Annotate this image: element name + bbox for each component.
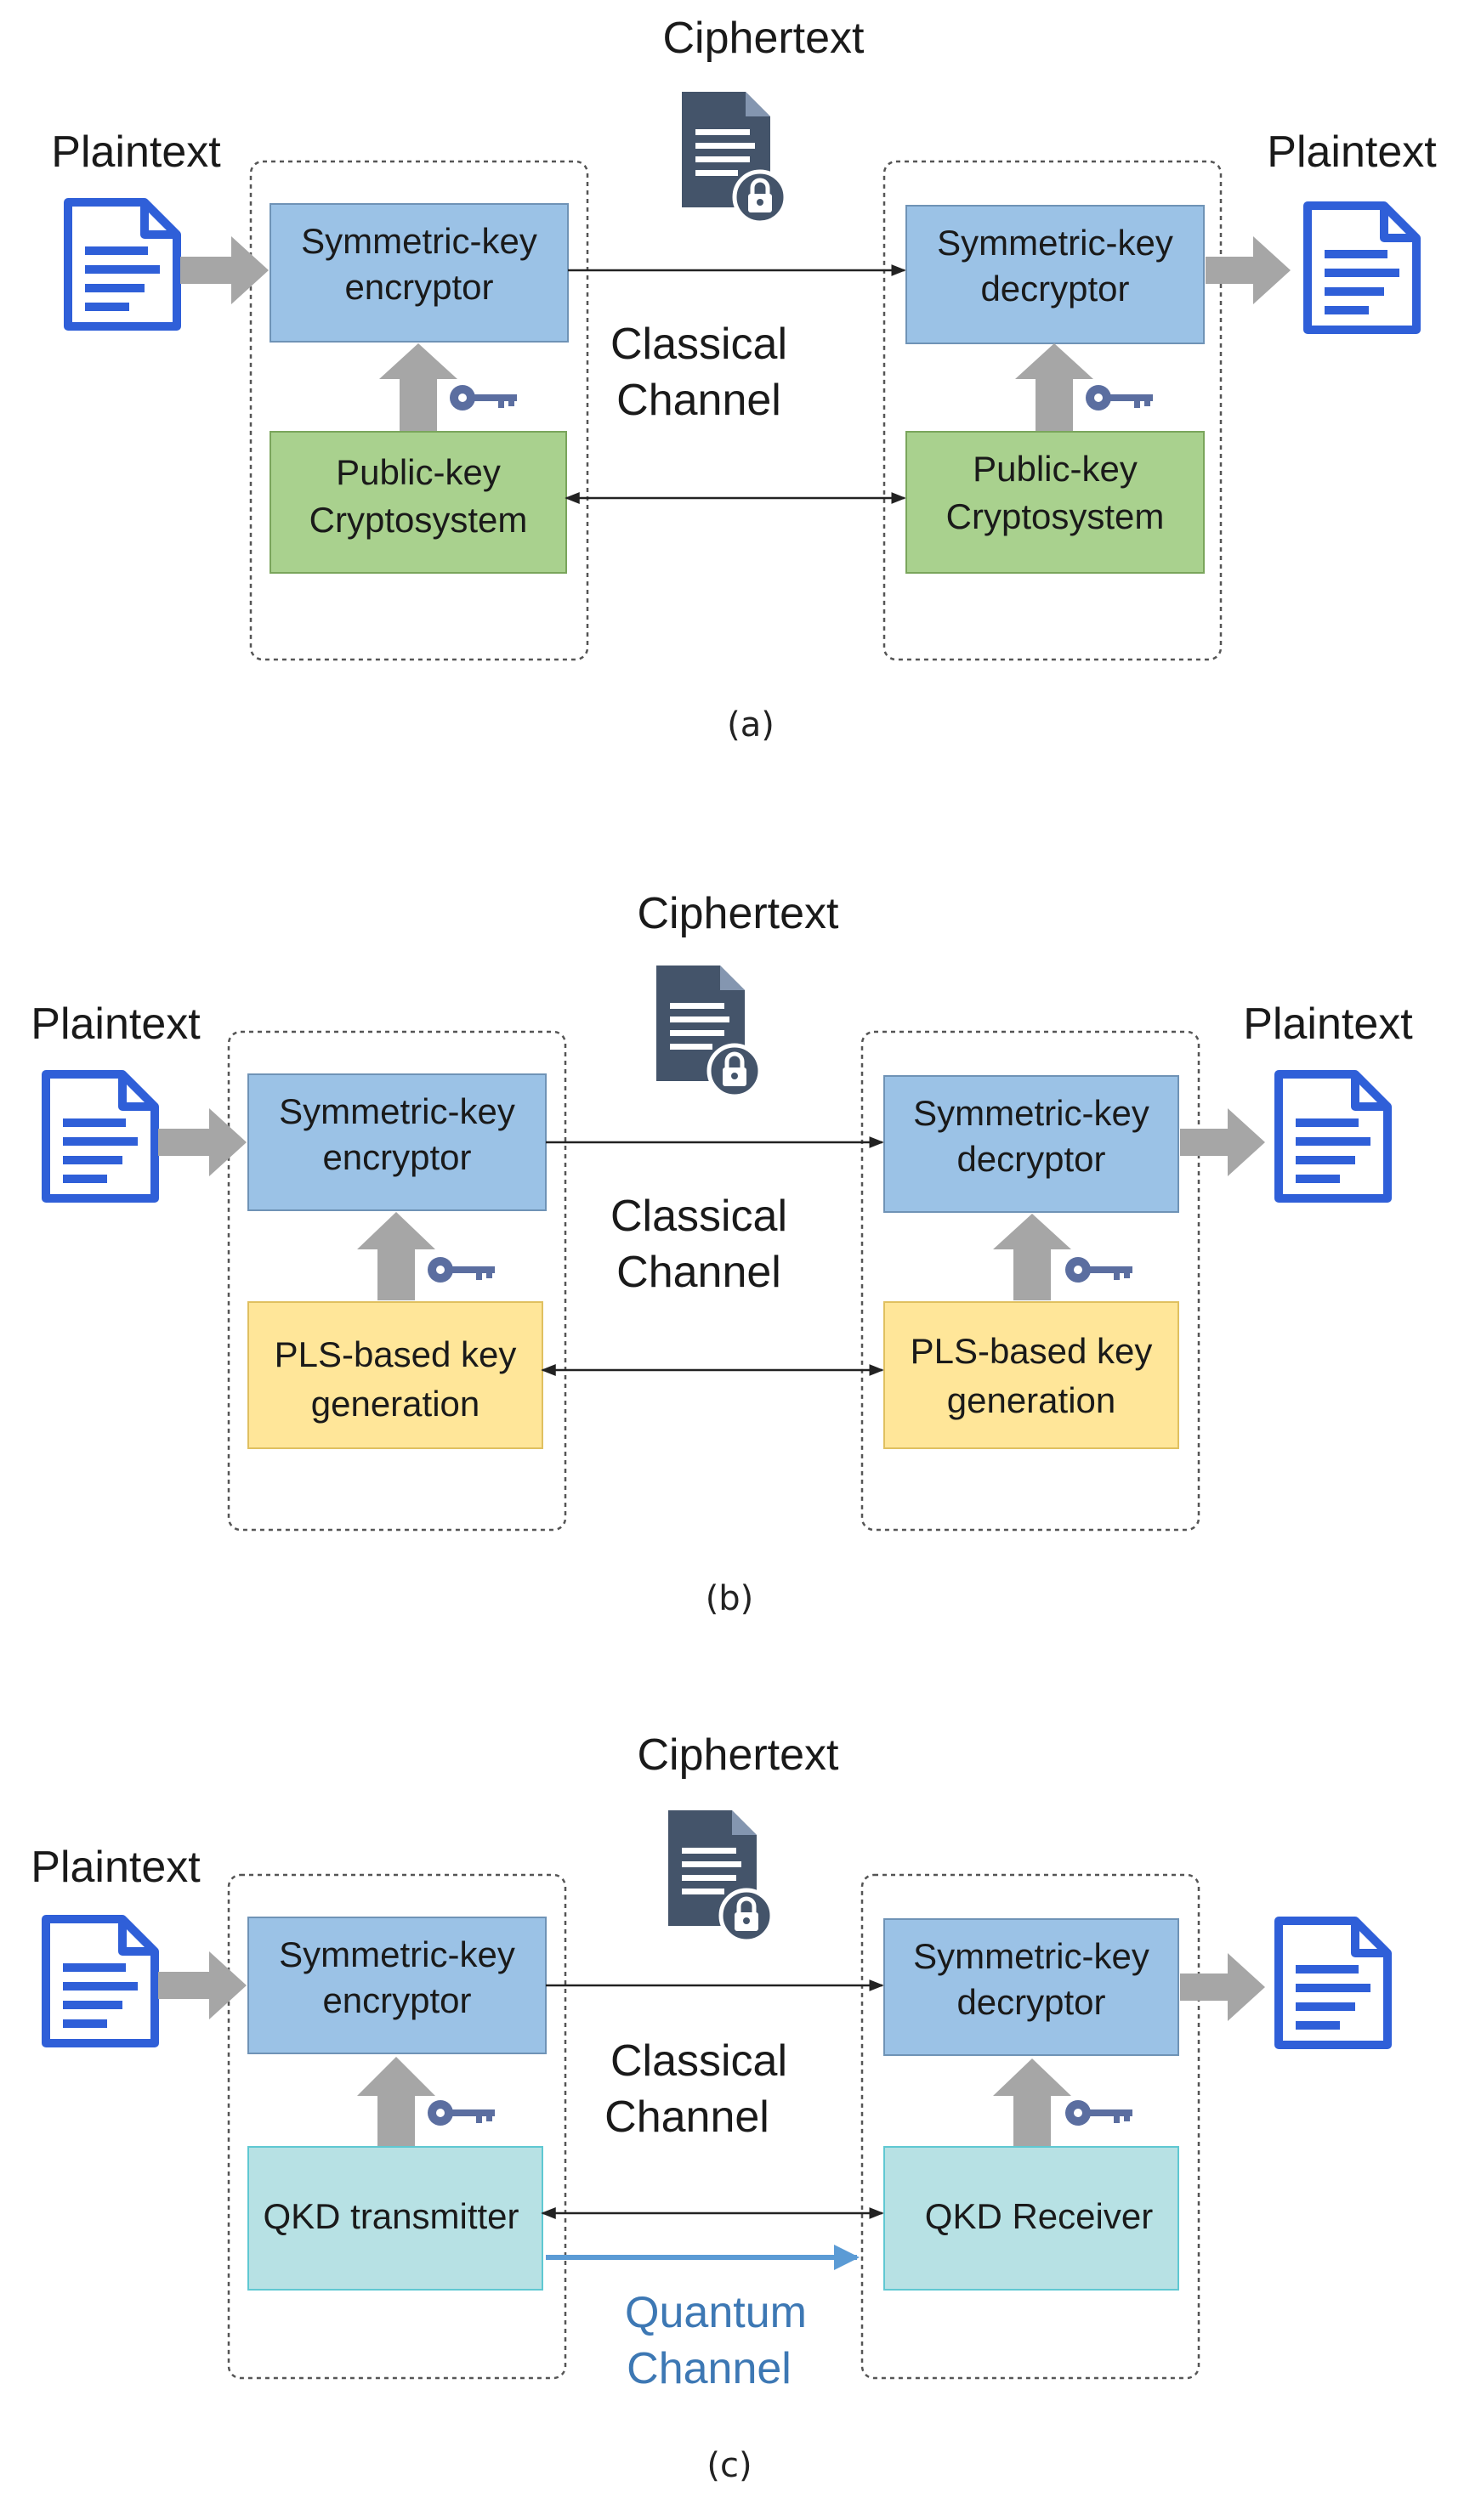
plaintext-right-label: Plaintext: [1243, 1000, 1413, 1049]
qkd-transmitter-label: QKD transmitter: [263, 2196, 519, 2236]
keygen-left-line1: Public-key: [336, 452, 501, 492]
ciphertext-icon: [656, 966, 760, 1096]
qkd-receiver: [883, 2146, 1179, 2291]
key-icon-left: [450, 385, 517, 411]
decryptor-line2: decryptor: [980, 269, 1129, 309]
symmetric-key-decryptor: [905, 205, 1205, 344]
keygen-left-line1: PLS-based key: [275, 1334, 517, 1374]
panel-c: Ciphertext Plaintext Symmetric-key encry…: [31, 1730, 1387, 2485]
panel-a: Ciphertext Plaintext Plaintext Symmetric…: [51, 14, 1437, 745]
plaintext-left-label: Plaintext: [31, 1000, 201, 1049]
keygen-right-line1: Public-key: [973, 449, 1138, 489]
output-arrow: [1180, 1108, 1265, 1176]
keygen-right-line2: generation: [947, 1380, 1116, 1420]
input-arrow: [158, 1108, 247, 1176]
plaintext-right-label: Plaintext: [1267, 127, 1437, 177]
key-up-arrow-right: [993, 1214, 1071, 1300]
plaintext-left-icon: [68, 202, 177, 326]
key-icon-left: [428, 2100, 495, 2126]
public-key-cryptosystem-right: [905, 431, 1205, 574]
caption-c: (c): [706, 2446, 752, 2485]
decryptor-line1: Symmetric-key: [913, 1936, 1149, 1976]
key-icon-left: [428, 1257, 495, 1283]
receiver-dashed-container: [860, 1873, 1200, 2380]
encryptor-line1: Symmetric-key: [279, 1091, 515, 1131]
quantum-channel-line1: Quantum: [625, 2288, 807, 2337]
key-up-arrow-left: [357, 1212, 435, 1300]
key-up-arrow-left: [357, 2057, 435, 2147]
plaintext-right-icon: [1279, 1074, 1387, 1198]
output-arrow: [1206, 236, 1291, 304]
key-up-arrow-left: [379, 343, 457, 432]
key-icon-right: [1086, 385, 1153, 411]
sender-dashed-container: [227, 1873, 567, 2380]
encryptor-line2: encryptor: [344, 267, 493, 307]
key-icon-right: [1065, 1257, 1132, 1283]
plaintext-left-icon: [46, 1074, 155, 1198]
pls-key-generation-right: [883, 1301, 1179, 1449]
keygen-right-line2: Cryptosystem: [946, 496, 1165, 536]
keygen-right-line1: PLS-based key: [911, 1331, 1153, 1371]
plaintext-right-icon: [1279, 1921, 1387, 2045]
decryptor-line2: decryptor: [956, 1982, 1105, 2022]
classical-channel-line1: Classical: [610, 2036, 787, 2086]
classical-channel-line2: Channel: [604, 2092, 769, 2142]
encryptor-line2: encryptor: [322, 1980, 471, 2020]
receiver-dashed-container: [860, 1030, 1200, 1532]
caption-a: (a): [727, 705, 775, 745]
qkd-receiver-label: QKD Receiver: [925, 2196, 1153, 2236]
ciphertext-label: Ciphertext: [638, 1730, 840, 1780]
decryptor-line2: decryptor: [956, 1139, 1105, 1179]
qkd-transmitter: [247, 2146, 543, 2291]
receiver-dashed-container: [882, 160, 1223, 661]
classical-channel-line2: Channel: [616, 376, 781, 425]
key-up-arrow-right: [993, 2058, 1071, 2147]
plaintext-left-label: Plaintext: [31, 1843, 201, 1892]
symmetric-key-decryptor: [883, 1918, 1179, 2056]
classical-channel-line1: Classical: [610, 320, 787, 369]
caption-b: (b): [706, 1579, 754, 1618]
panel-b: Ciphertext Plaintext Plaintext Symmetric…: [31, 889, 1413, 1618]
quantum-channel-line2: Channel: [627, 2344, 792, 2393]
symmetric-key-encryptor: [247, 1073, 547, 1211]
keygen-left-line2: Cryptosystem: [309, 500, 528, 540]
encryptor-line2: encryptor: [322, 1137, 471, 1177]
encryptor-line1: Symmetric-key: [301, 221, 537, 261]
ciphertext-label: Ciphertext: [638, 889, 840, 938]
symmetric-key-encryptor: [270, 203, 569, 343]
public-key-cryptosystem-left: [270, 431, 567, 574]
sender-dashed-container: [249, 160, 589, 661]
symmetric-key-encryptor: [247, 1917, 547, 2054]
plaintext-right-icon: [1308, 206, 1416, 330]
pls-key-generation-left: [247, 1301, 543, 1449]
output-arrow: [1180, 1953, 1265, 2021]
classical-channel-line2: Channel: [616, 1248, 781, 1297]
key-icon-right: [1065, 2100, 1132, 2126]
classical-channel-line1: Classical: [610, 1192, 787, 1241]
keygen-left-line2: generation: [311, 1384, 480, 1424]
input-arrow: [180, 236, 269, 304]
symmetric-key-decryptor: [883, 1075, 1179, 1213]
sender-dashed-container: [227, 1030, 567, 1532]
encryptor-line1: Symmetric-key: [279, 1934, 515, 1974]
ciphertext-label: Ciphertext: [663, 14, 865, 63]
decryptor-line1: Symmetric-key: [937, 223, 1173, 263]
plaintext-left-icon: [46, 1919, 155, 2043]
ciphertext-icon: [668, 1810, 772, 1941]
input-arrow: [158, 1951, 247, 2019]
plaintext-left-label: Plaintext: [51, 127, 221, 177]
decryptor-line1: Symmetric-key: [913, 1093, 1149, 1133]
key-up-arrow-right: [1015, 343, 1093, 432]
ciphertext-icon: [682, 92, 786, 223]
